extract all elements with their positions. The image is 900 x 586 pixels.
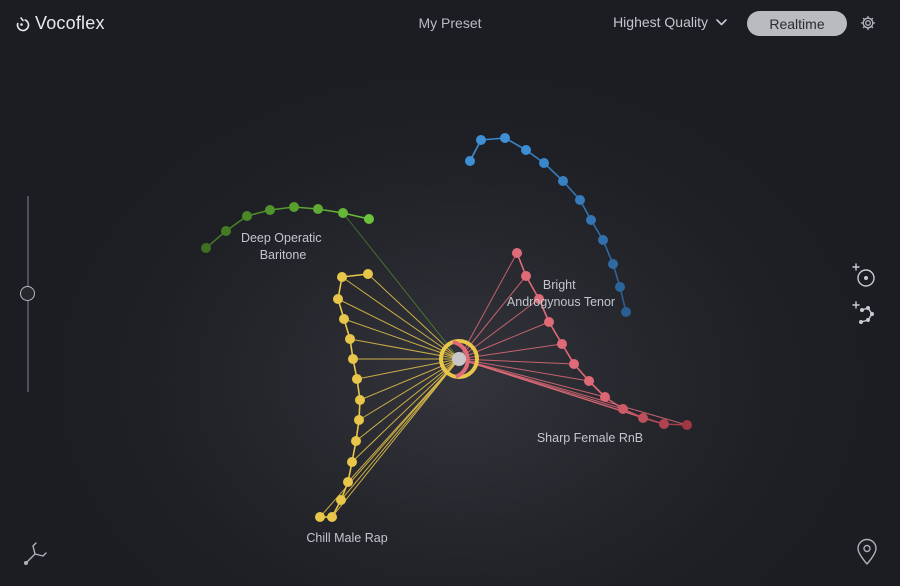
voice-point-sharp-female-rnb[interactable] <box>618 404 628 414</box>
quality-dropdown[interactable]: Highest Quality <box>613 14 727 30</box>
add-voice-icon[interactable] <box>850 262 878 290</box>
connection-line-sharp-female-rnb <box>458 358 688 426</box>
voice-label-line: Deep Operatic <box>241 231 322 245</box>
location-pin-icon[interactable] <box>854 538 880 566</box>
voice-point-deep-operatic-baritone[interactable] <box>338 208 348 218</box>
voice-point-chill-male-rap[interactable] <box>355 395 365 405</box>
voice-point-chill-male-rap[interactable] <box>345 334 355 344</box>
voice-point-chill-male-rap[interactable] <box>354 415 364 425</box>
tuning-fork-icon[interactable] <box>22 538 48 566</box>
voice-point-deep-operatic-baritone[interactable] <box>265 205 275 215</box>
connection-line-chill-male-rap <box>341 276 460 360</box>
voice-point-sharp-female-rnb[interactable] <box>512 248 522 258</box>
voice-point-chill-male-rap[interactable] <box>363 269 373 279</box>
voice-labels: Deep Operatic Baritone Bright Androgynou… <box>241 231 643 545</box>
logo-icon <box>16 16 30 31</box>
morph-cursor-ring-accent <box>452 340 470 379</box>
voice-label-line: Baritone <box>260 248 307 262</box>
voice-point-chill-male-rap[interactable] <box>339 314 349 324</box>
voice-point-sharp-female-rnb[interactable] <box>600 392 610 402</box>
voice-point-chill-male-rap[interactable] <box>351 436 361 446</box>
connection-line-sharp-female-rnb <box>458 321 550 360</box>
voice-point-deep-operatic-baritone[interactable] <box>289 202 299 212</box>
voice-point-chill-male-rap[interactable] <box>337 272 347 282</box>
add-path-icon[interactable] <box>850 300 878 328</box>
voice-point-sharp-female-rnb[interactable] <box>569 359 579 369</box>
voice-point-deep-operatic-baritone[interactable] <box>201 243 211 253</box>
voice-point-deep-operatic-baritone[interactable] <box>242 211 252 221</box>
connection-line-sharp-female-rnb <box>458 252 518 360</box>
voice-point-chill-male-rap[interactable] <box>327 512 337 522</box>
voice-paths <box>205 137 688 518</box>
chevron-down-icon <box>716 18 727 25</box>
voice-point-sharp-female-rnb[interactable] <box>584 376 594 386</box>
voice-point-sharp-female-rnb[interactable] <box>682 420 692 430</box>
morph-cursor-dot[interactable] <box>452 352 466 366</box>
voice-point-bright-androgynous-tenor[interactable] <box>521 145 531 155</box>
connection-line-deep-operatic-baritone <box>342 212 460 360</box>
voice-label-chill-male-rap: Chill Male Rap <box>306 531 387 545</box>
top-bar: Vocoflex My Preset Highest Quality Realt… <box>0 0 900 48</box>
connection-line-sharp-female-rnb <box>458 358 590 382</box>
voice-point-deep-operatic-baritone[interactable] <box>364 214 374 224</box>
voice-point-sharp-female-rnb[interactable] <box>557 339 567 349</box>
connection-line-chill-male-rap <box>337 298 460 360</box>
morph-cursor[interactable] <box>439 339 479 379</box>
voice-point-sharp-female-rnb[interactable] <box>638 413 648 423</box>
voice-point-deep-operatic-baritone[interactable] <box>313 204 323 214</box>
connection-line-chill-male-rap <box>367 273 460 360</box>
connection-line-chill-male-rap <box>319 358 460 518</box>
voice-label-bright-androgynous-tenor: Bright Androgynous Tenor <box>507 278 615 309</box>
voice-point-bright-androgynous-tenor[interactable] <box>586 215 596 225</box>
voice-point-chill-male-rap[interactable] <box>348 354 358 364</box>
voice-point-chill-male-rap[interactable] <box>315 512 325 522</box>
connection-line-chill-male-rap <box>340 358 460 501</box>
vertical-slider-thumb[interactable] <box>20 286 35 301</box>
connection-line-chill-male-rap <box>343 318 460 360</box>
voice-point-bright-androgynous-tenor[interactable] <box>558 176 568 186</box>
voice-point-bright-androgynous-tenor[interactable] <box>608 259 618 269</box>
app-logo[interactable]: Vocoflex <box>16 13 105 34</box>
voice-point-bright-androgynous-tenor[interactable] <box>621 307 631 317</box>
voice-point-chill-male-rap[interactable] <box>336 495 346 505</box>
connection-line-sharp-female-rnb <box>458 358 665 425</box>
voice-label-line: Sharp Female RnB <box>537 431 643 445</box>
connection-lines <box>319 212 688 518</box>
voice-point-bright-androgynous-tenor[interactable] <box>500 133 510 143</box>
voice-point-chill-male-rap[interactable] <box>343 477 353 487</box>
voice-point-sharp-female-rnb[interactable] <box>544 317 554 327</box>
voice-point-bright-androgynous-tenor[interactable] <box>465 156 475 166</box>
realtime-button[interactable]: Realtime <box>747 11 847 36</box>
voice-point-deep-operatic-baritone[interactable] <box>221 226 231 236</box>
voice-point-bright-androgynous-tenor[interactable] <box>539 158 549 168</box>
voice-label-deep-operatic-baritone: Deep Operatic Baritone <box>241 231 325 262</box>
preset-name-container: My Preset <box>0 15 900 31</box>
connection-line-chill-male-rap <box>351 358 460 463</box>
voice-point-chill-male-rap[interactable] <box>333 294 343 304</box>
voice-point-bright-androgynous-tenor[interactable] <box>615 282 625 292</box>
app-name: Vocoflex <box>35 13 105 33</box>
voice-point-bright-androgynous-tenor[interactable] <box>598 235 608 245</box>
voice-label-line: Androgynous Tenor <box>507 295 615 309</box>
voice-point-bright-androgynous-tenor[interactable] <box>575 195 585 205</box>
preset-name[interactable]: My Preset <box>418 15 482 31</box>
connection-line-sharp-female-rnb <box>458 358 606 398</box>
voice-point-sharp-female-rnb[interactable] <box>534 294 544 304</box>
quality-value: Highest Quality <box>613 14 708 30</box>
voice-point-bright-androgynous-tenor[interactable] <box>476 135 486 145</box>
voice-point-sharp-female-rnb[interactable] <box>521 271 531 281</box>
gear-icon[interactable] <box>860 15 876 31</box>
voice-points[interactable] <box>201 133 692 522</box>
voice-point-chill-male-rap[interactable] <box>347 457 357 467</box>
connection-line-chill-male-rap <box>355 358 460 442</box>
voice-point-sharp-female-rnb[interactable] <box>659 419 669 429</box>
voice-point-chill-male-rap[interactable] <box>352 374 362 384</box>
voice-label-line: Bright <box>543 278 576 292</box>
voice-label-sharp-female-rnb: Sharp Female RnB <box>537 431 643 445</box>
connection-line-chill-male-rap <box>331 358 460 518</box>
voice-label-line: Chill Male Rap <box>306 531 387 545</box>
